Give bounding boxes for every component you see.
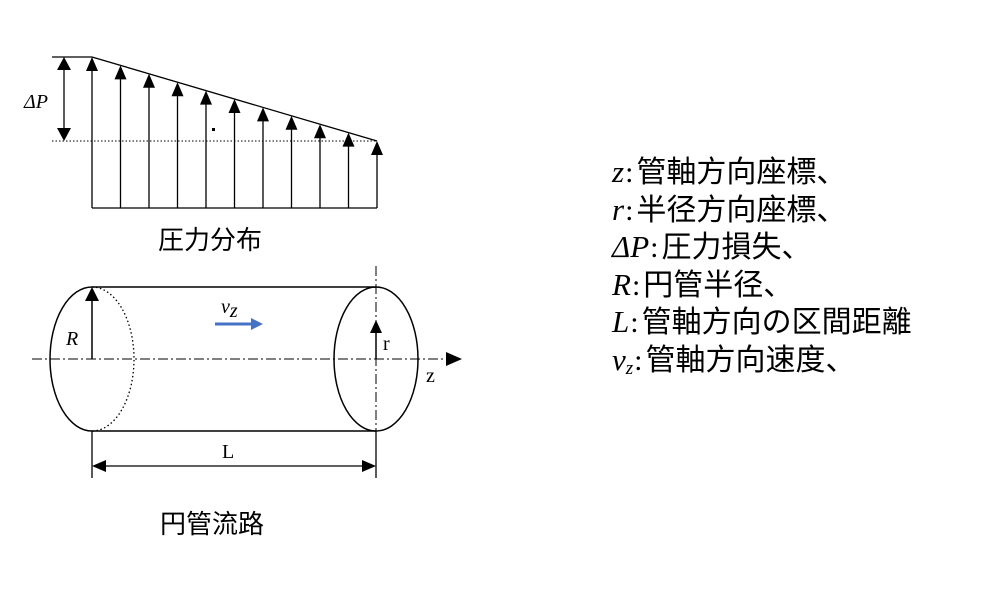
legend-separator: : — [631, 268, 641, 302]
radius-inner-arrowhead — [370, 320, 382, 333]
legend-description: 半径方向座標、 — [636, 192, 847, 228]
legend-row: R:円管半径、 — [612, 267, 912, 305]
pressure-arrows — [86, 57, 383, 208]
pressure-caption: 圧力分布 — [158, 226, 262, 256]
legend-symbol: z — [612, 154, 625, 189]
pressure-dot — [212, 128, 215, 131]
delta-p-arrowhead-top — [57, 57, 71, 70]
pressure-arrowhead — [114, 65, 127, 80]
legend-description: 円管半径、 — [643, 267, 794, 303]
legend-symbol: ΔP — [612, 229, 650, 264]
pressure-arrowhead — [285, 115, 298, 130]
legend-separator: : — [650, 231, 659, 264]
legend-row: vz:管軸方向速度、 — [612, 342, 912, 388]
legend-row: L:管軸方向の区間距離 — [612, 304, 912, 342]
legend-symbol: L — [612, 304, 630, 339]
pressure-arrowhead — [171, 82, 184, 97]
pipe-left-end-hidden — [91, 286, 135, 432]
legend-symbol-subscript: z — [625, 357, 634, 379]
legend-separator: : — [625, 156, 634, 189]
radius-inner-label: r — [383, 333, 390, 355]
legend-symbol: r — [612, 191, 625, 227]
pipe: z R r vz L 円管流路 — [32, 266, 462, 540]
pressure-arrowhead — [200, 90, 212, 105]
pressure-distribution: ΔP 圧力分布 — [23, 56, 383, 256]
pipe-caption: 円管流路 — [160, 510, 264, 540]
pressure-arrowhead — [86, 57, 98, 71]
length-arrowhead-right — [362, 460, 376, 472]
length-label: L — [222, 441, 234, 463]
radius-outer-label: R — [65, 328, 78, 350]
legend-row: z:管軸方向座標、 — [612, 154, 912, 192]
legend-row: ΔP:圧力損失、 — [612, 229, 912, 267]
legend-separator: : — [634, 343, 643, 377]
delta-p-label: ΔP — [23, 91, 48, 113]
velocity-label: vz — [221, 296, 238, 322]
radius-outer-arrowhead — [85, 287, 99, 301]
pressure-arrowhead — [371, 141, 383, 155]
symbol-legend: z:管軸方向座標、r:半径方向座標、ΔP:圧力損失、R:円管半径、L:管軸方向の… — [612, 154, 912, 387]
legend-separator: : — [625, 193, 634, 227]
legend-symbol: R — [612, 266, 631, 302]
pressure-arrowhead — [143, 73, 155, 88]
pressure-arrowhead — [342, 132, 355, 147]
legend-description: 圧力損失、 — [661, 230, 812, 265]
legend-symbol: vz — [612, 341, 634, 379]
legend-description: 管軸方向座標、 — [636, 155, 847, 190]
pressure-arrowhead — [314, 124, 326, 139]
z-axis-label: z — [426, 365, 435, 387]
pressure-arrowhead — [228, 99, 241, 113]
legend-description: 管軸方向の区間距離 — [641, 305, 912, 340]
legend-description: 管軸方向速度、 — [645, 342, 856, 378]
legend-separator: : — [630, 306, 639, 339]
z-axis-arrowhead — [446, 352, 462, 366]
delta-p-arrowhead-bottom — [57, 128, 71, 141]
length-arrowhead-left — [92, 460, 106, 472]
velocity-arrowhead — [251, 318, 263, 330]
legend-row: r:半径方向座標、 — [612, 192, 912, 230]
pressure-arrowhead — [257, 107, 269, 122]
